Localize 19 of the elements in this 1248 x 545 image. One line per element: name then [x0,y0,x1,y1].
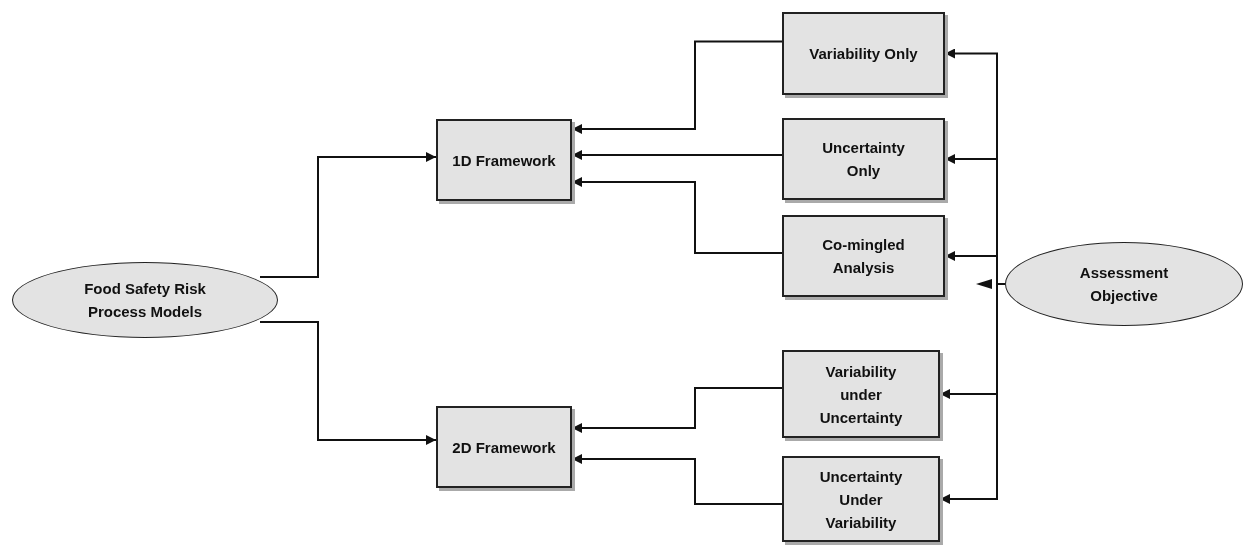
node-label: 2D Framework [451,437,557,458]
analysis-box [782,215,945,297]
analysis-box [782,118,945,200]
node-label: Uncertainty Under Variability [818,466,904,533]
arrow [259,321,437,445]
node-label: Variability under Uncertainty [818,361,904,428]
node-label: 1D Framework [451,150,557,171]
node-label: Food Safety Risk Process Models [83,279,207,322]
node-label: Variability Only [808,44,919,64]
node-label: Co-mingled Analysis [821,235,906,278]
framework-box [436,406,572,488]
arrow [259,152,437,278]
analysis-box [782,12,945,95]
node-label: Uncertainty Only [821,138,906,181]
analysis-box [782,350,940,438]
node-label: Assessment Objective [1078,263,1170,306]
arrowhead [976,279,992,289]
analysis-box [782,456,940,542]
framework-box [436,119,572,201]
